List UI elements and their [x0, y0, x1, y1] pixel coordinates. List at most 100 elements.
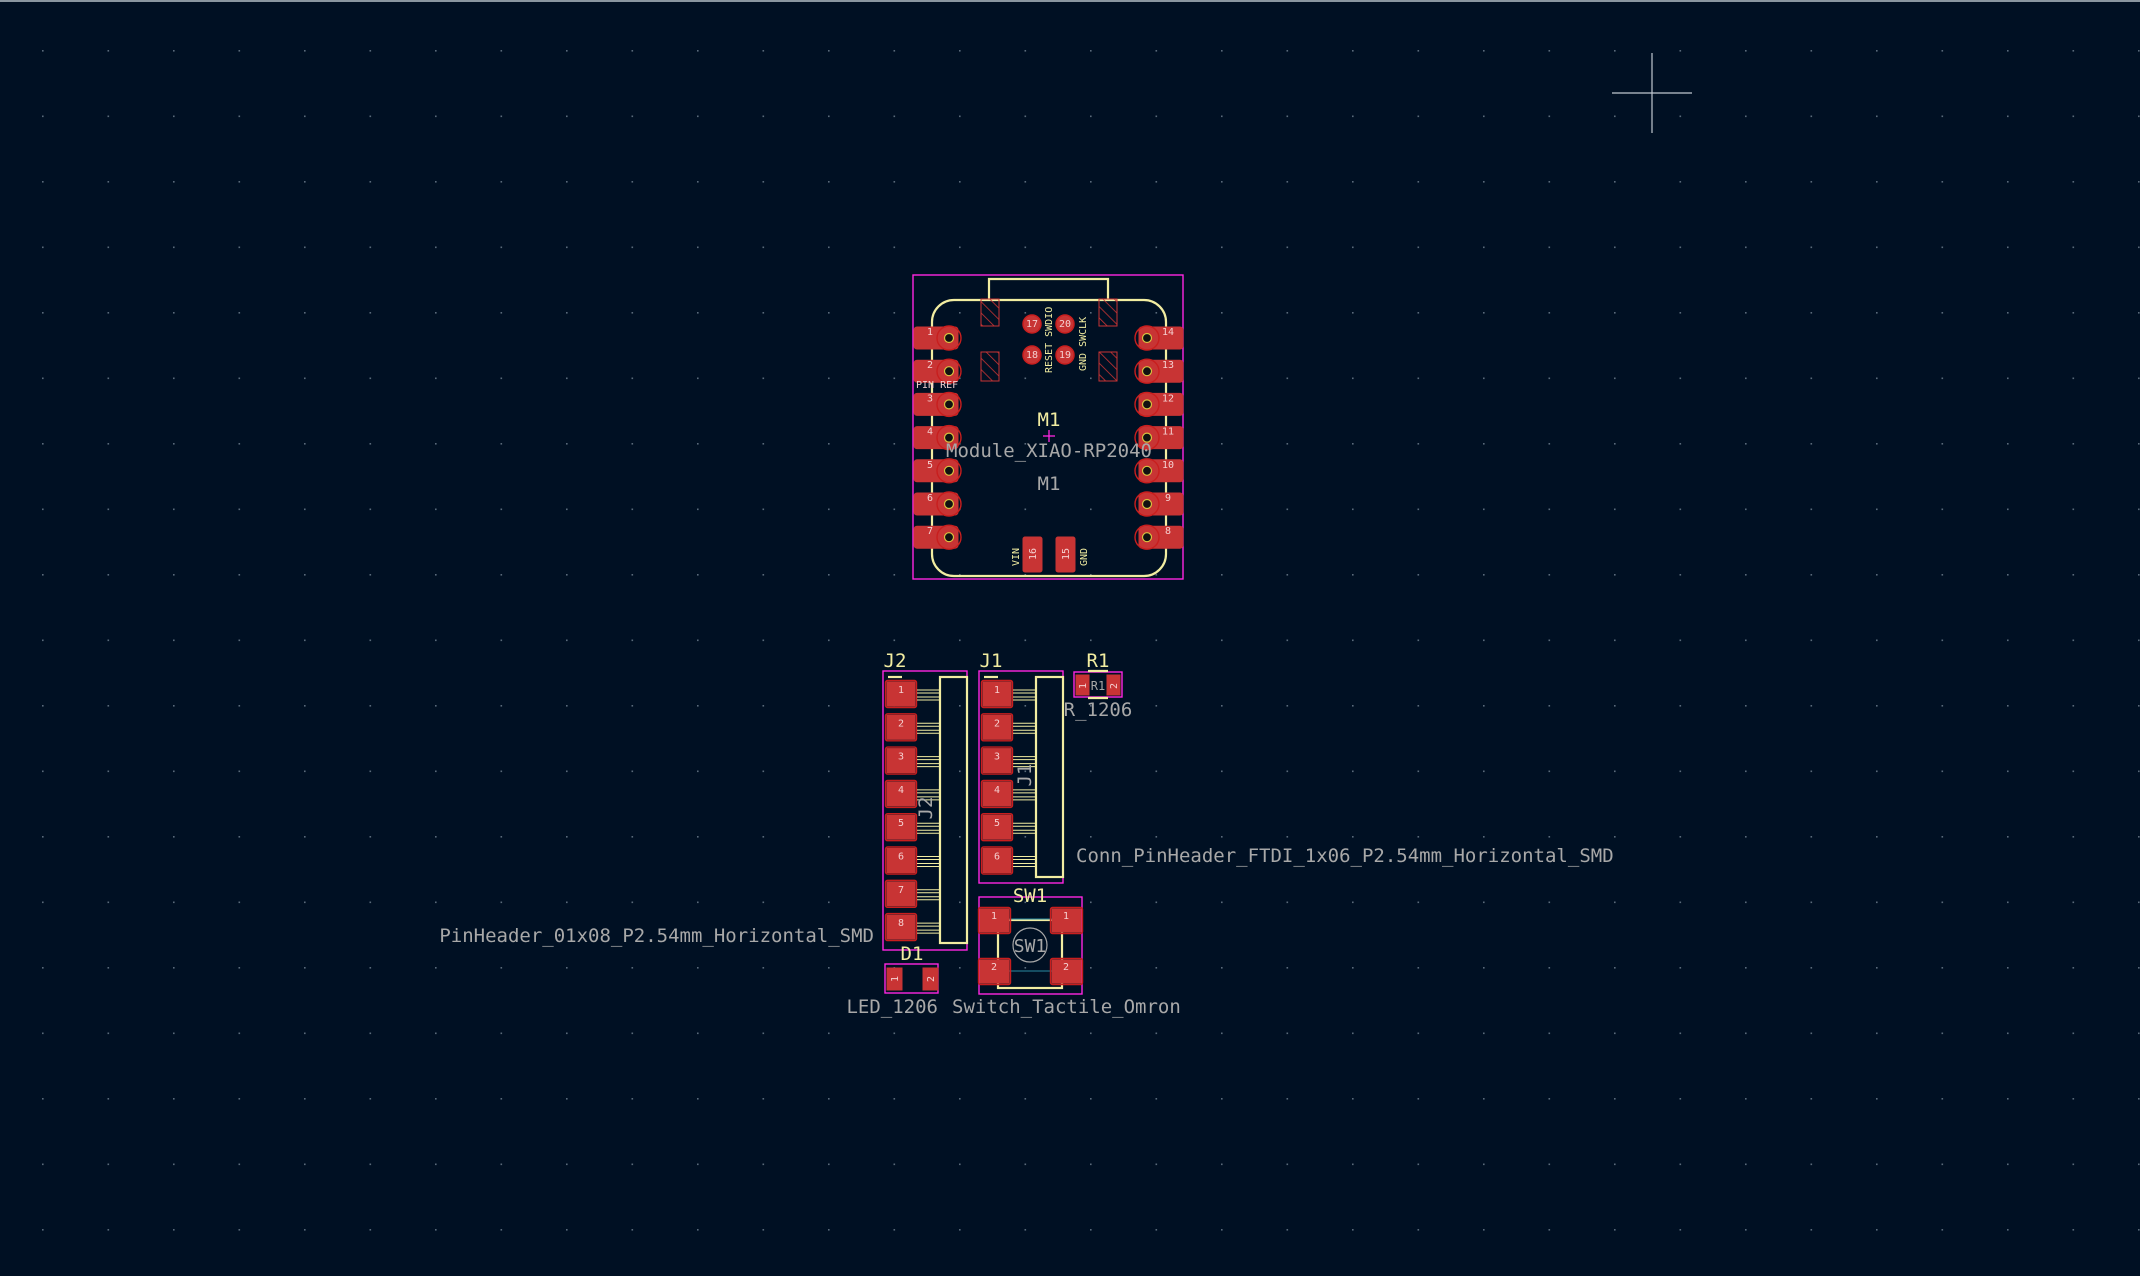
j1-pad-5[interactable]: 5 [980, 813, 1037, 842]
m1-pad-15[interactable] [1055, 536, 1076, 573]
m1-pad-num: 6 [927, 493, 933, 504]
j1-pad-num: 2 [994, 718, 1000, 729]
r1-reference: R1 [1087, 650, 1110, 672]
m1-pad-4[interactable]: 4 [913, 424, 962, 451]
d1-pad-2-num: 2 [926, 976, 937, 982]
m1-pad-num: 8 [1165, 526, 1171, 537]
r1-value: R_1206 [1064, 699, 1133, 721]
j2-pad-5[interactable]: 5 [884, 813, 941, 842]
m1-swd-pad-17[interactable]: 17 [1022, 314, 1042, 334]
j1-pad-2[interactable]: 2 [980, 713, 1037, 742]
footprint-j2[interactable]: 1 2 3 4 5 6 7 8 J2 J2 [882, 650, 969, 951]
sw1-body [996, 918, 1064, 990]
m1-pad-15-num: 15 [1061, 548, 1072, 560]
m1-pad-num: 3 [927, 393, 933, 404]
m1-swd-label-2: GND SWCLK [1078, 317, 1089, 371]
m1-swd-pad-20[interactable]: 20 [1055, 314, 1075, 334]
m1-pad-16-num: 16 [1028, 548, 1039, 560]
m1-pad-11[interactable]: 11 [1134, 424, 1184, 451]
j2-pad-num: 1 [898, 685, 904, 696]
d1-pad-2[interactable] [922, 967, 939, 991]
footprint-sw1[interactable]: 1 1 2 2 SW1 SW1 [977, 885, 1084, 995]
sw1-actuator-circle [1012, 927, 1048, 963]
j1-pad-3[interactable]: 3 [980, 746, 1037, 775]
j2-pad-7[interactable]: 7 [884, 879, 941, 908]
j2-pad-3[interactable]: 3 [884, 746, 941, 775]
j2-body [938, 675, 969, 945]
j2-value: PinHeader_01x08_P2.54mm_Horizontal_SMD [439, 925, 874, 947]
m1-pad-num: 9 [1165, 493, 1171, 504]
m1-pad-num: 7 [927, 526, 933, 537]
j2-fab-reference: J2 [915, 797, 937, 820]
m1-fab-reference: M1 [1038, 473, 1061, 495]
j1-reference: J1 [980, 650, 1003, 672]
m1-pad-num: 13 [1162, 360, 1174, 371]
m1-swd-label-1: RESET SWDIO [1044, 307, 1055, 373]
sw1-value: Switch_Tactile_Omron [952, 996, 1181, 1018]
m1-pad-14[interactable]: 14 [1134, 325, 1184, 351]
j2-pad-2[interactable]: 2 [884, 713, 941, 742]
m1-gnd-label: GND [1079, 548, 1090, 566]
m1-pad-num: 5 [927, 460, 933, 471]
j2-pad-4[interactable]: 4 [884, 779, 941, 809]
m1-pad-num: 4 [927, 427, 933, 438]
sw1-pad-2[interactable]: 2 [977, 957, 1012, 986]
m1-pad-7[interactable]: 7 [913, 524, 962, 550]
j2-pad-num: 2 [898, 718, 904, 729]
d1-pad-1[interactable] [886, 967, 903, 991]
m1-pad-num: 12 [1162, 393, 1174, 404]
j1-fab-reference: J1 [1014, 764, 1036, 787]
sw1-courtyard [978, 896, 1083, 995]
m1-pad-16[interactable] [1022, 536, 1043, 573]
m1-pad-6[interactable]: 6 [913, 491, 962, 517]
j2-reference: J2 [884, 650, 907, 672]
j2-pad-1[interactable]: 1 [884, 679, 941, 709]
d1-value: LED_1206 [846, 996, 938, 1018]
j1-pad-1[interactable]: 1 [980, 679, 1037, 709]
d1-pad-1-num: 1 [890, 976, 901, 982]
m1-pad-5[interactable]: 5 [913, 458, 962, 484]
m1-pad-10[interactable]: 10 [1134, 458, 1184, 484]
sw1-reference: SW1 [1013, 885, 1047, 907]
sw1-fab-reference: SW1 [1014, 936, 1047, 957]
sw1-pad-1[interactable]: 1 [1049, 906, 1084, 935]
j1-value: Conn_PinHeader_FTDI_1x06_P2.54mm_Horizon… [1076, 845, 1614, 867]
sw1-pad-1[interactable]: 1 [977, 906, 1012, 935]
m1-pad-3[interactable]: 3 [913, 391, 962, 418]
j1-pad-4[interactable]: 4 [980, 779, 1037, 809]
r1-pad-1[interactable] [1075, 674, 1090, 696]
sw1-pad-2[interactable]: 2 [1049, 957, 1084, 986]
m1-pad-num: 2 [927, 360, 933, 371]
m1-swd-pad-19[interactable]: 19 [1055, 345, 1075, 365]
j1-pad-num: 3 [994, 752, 1000, 763]
d1-reference: D1 [901, 943, 924, 965]
j2-pad-num: 6 [898, 852, 904, 863]
r1-pad-2-num: 2 [1109, 683, 1120, 689]
j1-pad-6[interactable]: 6 [980, 846, 1037, 875]
m1-pad-12[interactable]: 12 [1134, 391, 1184, 418]
m1-usb-connector [987, 277, 1110, 300]
footprint-r1[interactable]: 1 2 R1 R1 R_1206 [1064, 650, 1133, 721]
m1-pad-1[interactable]: 1 [913, 325, 962, 351]
j2-pad-6[interactable]: 6 [884, 846, 941, 875]
m1-swd-pad-num: 19 [1059, 350, 1071, 361]
j2-pad-num: 4 [898, 785, 904, 796]
m1-pad-2[interactable]: 2 [913, 358, 962, 384]
j1-body [1034, 675, 1065, 879]
m1-pad-13[interactable]: 13 [1134, 358, 1184, 384]
r1-pad-2[interactable] [1106, 674, 1121, 696]
footprint-j1[interactable]: 1 2 3 4 5 6 J1 J1 [978, 650, 1065, 884]
j2-pad-8[interactable]: 8 [884, 912, 941, 942]
sw1-pad-num: 1 [1063, 911, 1069, 922]
sw1-pad-num: 1 [991, 911, 997, 922]
m1-pad-9[interactable]: 9 [1134, 491, 1184, 517]
j1-pad-num: 5 [994, 818, 1000, 829]
sw1-pad-num: 2 [1063, 962, 1069, 973]
footprint-d1[interactable]: 1 2 D1 LED_1206 [846, 943, 939, 1018]
m1-swd-pad-18[interactable]: 18 [1022, 345, 1042, 365]
sw1-pad-num: 2 [991, 962, 997, 973]
m1-pad-8[interactable]: 8 [1134, 524, 1184, 550]
